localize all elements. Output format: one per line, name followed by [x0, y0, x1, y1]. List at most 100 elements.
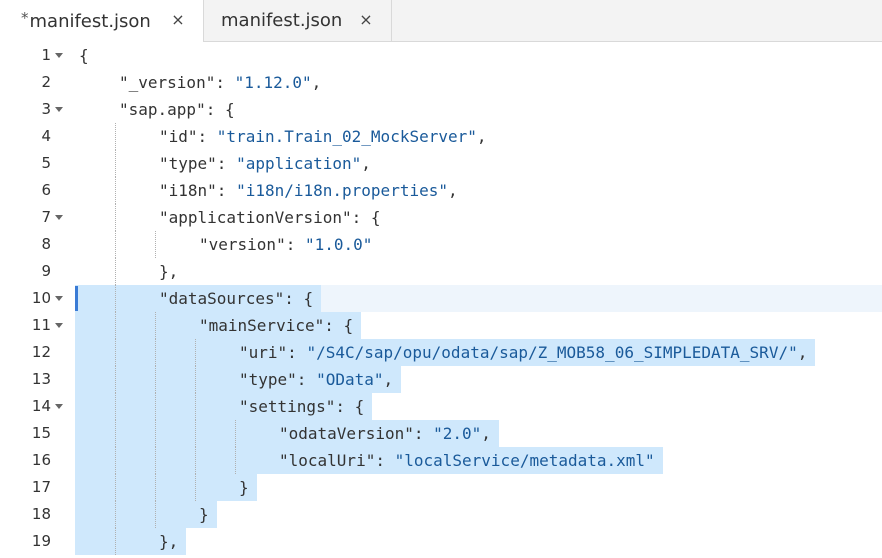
punctuation: ,: [481, 424, 491, 443]
json-key: "odataVersion": [279, 424, 414, 443]
fold-arrow-icon[interactable]: [55, 404, 63, 409]
line-number: 7: [41, 208, 51, 226]
line-number: 19: [31, 532, 51, 550]
indent-guide: [195, 474, 196, 501]
code-line[interactable]: 19},: [0, 528, 882, 555]
indent-guide: [115, 474, 116, 501]
code-text: "odataVersion": "2.0",: [75, 420, 499, 447]
punctuation: :: [324, 316, 344, 335]
code-line[interactable]: 11"mainService": {: [0, 312, 882, 339]
line-number: 14: [31, 397, 51, 415]
indent-guide: [195, 366, 196, 393]
code-text: "settings": {: [75, 393, 373, 420]
code-line[interactable]: 13"type": "OData",: [0, 366, 882, 393]
code-editor[interactable]: 1{2"_version": "1.12.0",3"sap.app": {4"i…: [0, 42, 882, 558]
line-number: 12: [31, 343, 51, 361]
indent-guide: [235, 420, 236, 447]
code-line[interactable]: 1{: [0, 42, 882, 69]
text-cursor: [75, 286, 78, 311]
code-line[interactable]: 7"applicationVersion": {: [0, 204, 882, 231]
close-icon[interactable]: ×: [359, 10, 373, 29]
code-line[interactable]: 17}: [0, 474, 882, 501]
punctuation: },: [159, 532, 179, 551]
punctuation: {: [303, 289, 314, 308]
punctuation: ,: [447, 181, 458, 200]
code-text: "type": "OData",: [75, 366, 402, 393]
json-key: "sap.app": [119, 100, 206, 119]
line-number: 18: [31, 505, 51, 523]
code-line[interactable]: 18}: [0, 501, 882, 528]
code-text: }: [75, 474, 257, 501]
code-line[interactable]: 14 "settings": {: [0, 393, 882, 420]
indent-guide: [155, 447, 156, 474]
tab-label: manifest.json: [29, 10, 151, 32]
code-text: "dataSources": {: [75, 285, 322, 312]
json-key: "type": [159, 154, 217, 173]
code-line[interactable]: 8 "version": "1.0.0": [0, 231, 882, 258]
json-key: "applicationVersion": [159, 208, 352, 227]
indent-guide: [115, 123, 116, 150]
code-text: },: [75, 528, 187, 555]
line-number: 8: [41, 235, 51, 253]
indent-guide: [115, 177, 116, 204]
json-key: "settings": [239, 397, 336, 416]
code-line[interactable]: 15 "odataVersion": "2.0",: [0, 420, 882, 447]
code-line[interactable]: 4"id": "train.Train_02_MockServer",: [0, 123, 882, 150]
code-text: "uri": "/S4C/sap/opu/odata/sap/Z_MOB58_0…: [75, 339, 816, 366]
punctuation: }: [239, 478, 249, 497]
punctuation: ,: [797, 343, 808, 362]
fold-arrow-icon[interactable]: [55, 323, 63, 328]
fold-arrow-icon[interactable]: [55, 215, 63, 220]
fold-arrow-icon[interactable]: [55, 107, 63, 112]
line-number: 15: [31, 424, 51, 442]
indent-guide: [195, 393, 196, 420]
indent-guide: [195, 447, 196, 474]
indent-guide: [115, 204, 116, 231]
fold-arrow-icon[interactable]: [55, 53, 63, 58]
line-number: 10: [31, 289, 51, 307]
indent-guide: [155, 312, 156, 339]
code-line[interactable]: 5"type": "application",: [0, 150, 882, 177]
code-line[interactable]: 16"localUri": "localService/metadata.xml…: [0, 447, 882, 474]
punctuation: :: [215, 73, 235, 92]
line-number: 1: [41, 46, 51, 64]
json-string-value: "train.Train_02_MockServer": [216, 127, 477, 146]
punctuation: ,: [476, 127, 487, 146]
punctuation: :: [284, 289, 304, 308]
punctuation: {: [370, 208, 381, 227]
indent-guide: [195, 420, 196, 447]
code-line[interactable]: 9},: [0, 258, 882, 285]
punctuation: ,: [361, 154, 371, 173]
json-string-value: "2.0": [433, 424, 482, 443]
code-line[interactable]: 3"sap.app": {: [0, 96, 882, 123]
punctuation: },: [159, 262, 179, 281]
indent-guide: [115, 339, 116, 366]
punctuation: ,: [383, 370, 394, 389]
indent-guide: [155, 366, 156, 393]
json-string-value: "/S4C/sap/opu/odata/sap/Z_MOB58_06_SIMPL…: [306, 343, 798, 362]
punctuation: :: [413, 424, 434, 443]
json-string-value: "1.0.0": [304, 235, 373, 254]
line-number: 17: [31, 478, 51, 496]
line-number: 6: [41, 181, 51, 199]
tab-label: manifest.json: [221, 10, 343, 31]
punctuation: ,: [311, 73, 322, 92]
tab-manifest-json-modified[interactable]: * manifest.json ×: [0, 0, 204, 42]
punctuation: {: [343, 316, 354, 335]
punctuation: {: [79, 46, 89, 65]
punctuation: :: [197, 127, 217, 146]
indent-guide: [115, 420, 116, 447]
code-line[interactable]: 2"_version": "1.12.0",: [0, 69, 882, 96]
json-key: "i18n": [159, 181, 217, 200]
code-text: }: [75, 501, 217, 528]
code-line[interactable]: 12 "uri": "/S4C/sap/opu/odata/sap/Z_MOB58…: [0, 339, 882, 366]
code-line[interactable]: 10 "dataSources": {: [0, 285, 882, 312]
fold-arrow-icon[interactable]: [55, 296, 63, 301]
code-line[interactable]: 6"i18n": "i18n/i18n.properties",: [0, 177, 882, 204]
close-icon[interactable]: ×: [171, 10, 185, 29]
tab-manifest-json[interactable]: manifest.json ×: [204, 0, 392, 41]
json-string-value: "OData": [316, 370, 384, 389]
code-text: "version": "1.0.0": [199, 231, 380, 258]
line-number: 11: [31, 316, 51, 334]
line-number: 9: [41, 262, 51, 280]
